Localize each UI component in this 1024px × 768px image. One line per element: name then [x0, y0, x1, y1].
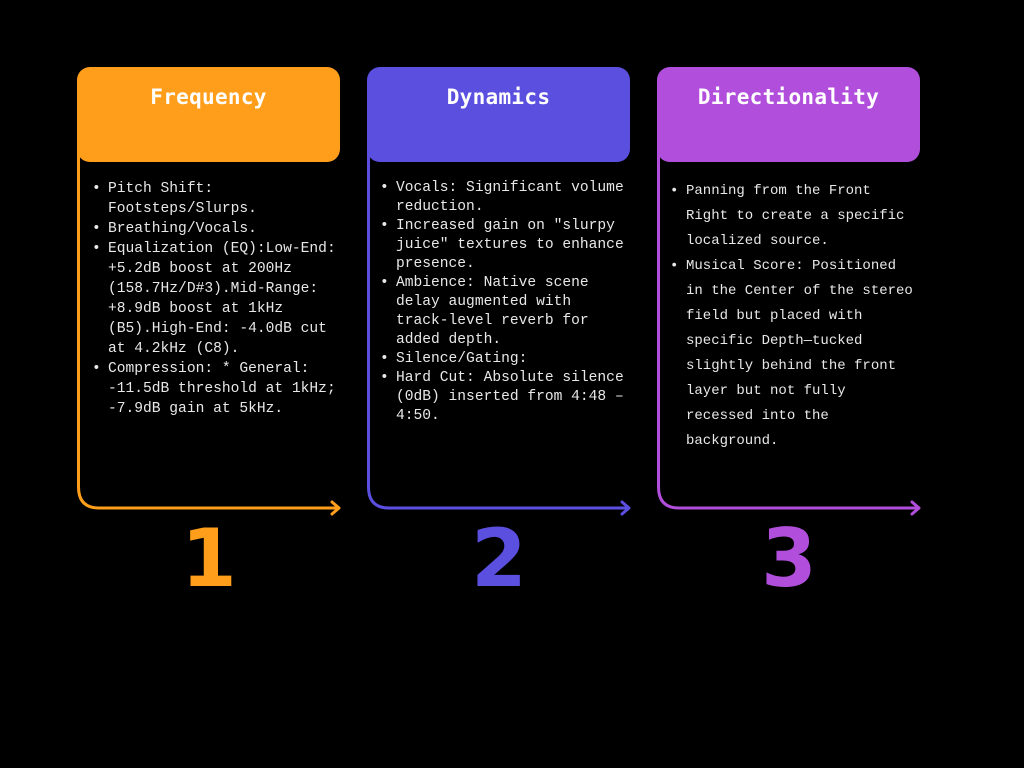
list-item: Breathing/Vocals.	[92, 219, 343, 239]
list-item: Musical Score: Positioned in the Center …	[670, 254, 921, 454]
list-item: Vocals: Significant volume reduction.	[380, 179, 629, 217]
header-directionality: Directionality	[657, 67, 920, 162]
frame-outline	[657, 147, 921, 516]
header-title: Dynamics	[446, 85, 551, 109]
list-item: Panning from the Front Right to create a…	[670, 179, 921, 254]
frame-outline	[367, 147, 631, 516]
header-frequency: Frequency	[77, 67, 340, 162]
bullet-list: Vocals: Significant volume reduction. In…	[367, 179, 629, 426]
list-item: Hard Cut: Absolute silence (0dB) inserte…	[380, 369, 629, 426]
frame-outline	[77, 147, 341, 516]
step-number: 1	[181, 512, 237, 605]
list-item: Silence/Gating:	[380, 350, 629, 369]
list-item: Compression: * General: -11.5dB threshol…	[92, 359, 343, 419]
header-title: Frequency	[150, 85, 267, 109]
bullet-list: Panning from the Front Right to create a…	[657, 179, 921, 454]
bullet-list: Pitch Shift: Footsteps/Slurps. Breathing…	[77, 179, 343, 419]
arrow-right-icon	[330, 500, 341, 516]
list-item: Equalization (EQ):Low-End: +5.2dB boost …	[92, 239, 343, 359]
step-number: 3	[761, 512, 817, 605]
list-item: Increased gain on "slurpy juice" texture…	[380, 217, 629, 274]
arrow-right-icon	[620, 500, 631, 516]
header-title: Directionality	[697, 85, 880, 109]
header-dynamics: Dynamics	[367, 67, 630, 162]
arrow-right-icon	[910, 500, 921, 516]
list-item: Ambience: Native scene delay augmented w…	[380, 274, 629, 350]
step-number: 2	[471, 512, 527, 605]
list-item: Pitch Shift: Footsteps/Slurps.	[92, 179, 343, 219]
